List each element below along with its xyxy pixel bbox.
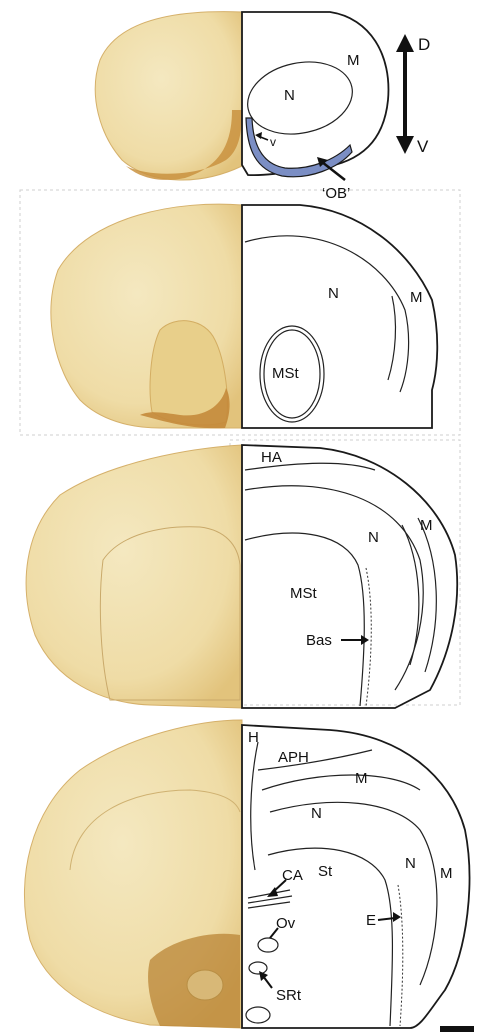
section-3-label-ha: HA (261, 449, 282, 466)
section-1-label-v: v (270, 135, 276, 149)
section-1-v-arrowhead (255, 132, 262, 139)
section-4-ca-lines (248, 890, 292, 908)
section-3-label-bas: Bas (306, 632, 332, 649)
section-1-nissl-half (242, 12, 388, 175)
section-4-label-e: E (366, 912, 376, 929)
section-2-label-n: N (328, 285, 339, 302)
section-1: N M v ‘OB’ (95, 12, 388, 202)
section-2-m-boundary (245, 236, 409, 392)
section-3-mst-boundary (245, 533, 364, 706)
section-2-label-mst: MSt (272, 365, 300, 382)
section-2-m-boundary-2 (388, 296, 395, 380)
section-4-e-arrowhead (393, 912, 401, 922)
section-3-label-n: N (368, 529, 379, 546)
section-3-stained-half (26, 445, 242, 708)
section-4-label-st: St (318, 863, 333, 880)
section-4-label-aph: APH (278, 749, 309, 766)
section-4-label-n-lat: N (405, 855, 416, 872)
section-4-label-ov: Ov (276, 915, 296, 932)
section-4-aph-boundary (258, 750, 372, 770)
section-4-srt-region (246, 1007, 270, 1023)
ventral-label: V (417, 137, 429, 156)
scale-bar (440, 1026, 474, 1032)
section-1-label-m: M (347, 52, 360, 69)
section-2: N M MSt (51, 204, 437, 428)
panel-frame-3 (230, 440, 460, 705)
section-4: H APH M N St N M CA E Ov SRt (24, 720, 469, 1028)
section-4-label-m-lat: M (440, 865, 453, 882)
dorsal-arrowhead (396, 34, 414, 52)
section-1-label-n: N (284, 87, 295, 104)
section-1-n-region (241, 53, 359, 144)
section-2-label-m: M (410, 289, 423, 306)
section-4-e-arrow (378, 918, 395, 920)
section-3-bas-line (366, 568, 371, 706)
section-4-srt-region-2 (249, 962, 267, 974)
section-3-label-mst: MSt (290, 585, 318, 602)
section-4-m-boundary (262, 775, 420, 790)
section-4-label-ca: CA (282, 867, 303, 884)
section-4-h-line (251, 742, 258, 870)
section-3: HA N M MSt Bas (26, 445, 457, 708)
section-3-nissl-half (242, 445, 457, 708)
section-1-label-ob: ‘OB’ (322, 185, 350, 202)
section-4-label-n-top: N (311, 805, 322, 822)
section-3-m-boundary-2 (418, 518, 436, 672)
section-4-ov-region (258, 938, 278, 952)
section-4-label-m-top: M (355, 770, 368, 787)
section-3-n-boundary (245, 486, 423, 690)
section-1-stained-half (95, 12, 242, 180)
section-2-nissl-half (242, 205, 437, 428)
section-4-label-srt: SRt (276, 987, 302, 1004)
ventral-arrowhead (396, 136, 414, 154)
orientation-indicator: D V (396, 34, 430, 156)
dorsal-label: D (418, 35, 430, 54)
section-4-label-h: H (248, 729, 259, 746)
section-4-n-boundary (270, 802, 437, 985)
section-3-bas-arrowhead (361, 635, 369, 645)
section-4-e-line (398, 885, 403, 1026)
section-4-stain-spot (187, 970, 223, 1000)
section-3-label-m: M (420, 517, 433, 534)
